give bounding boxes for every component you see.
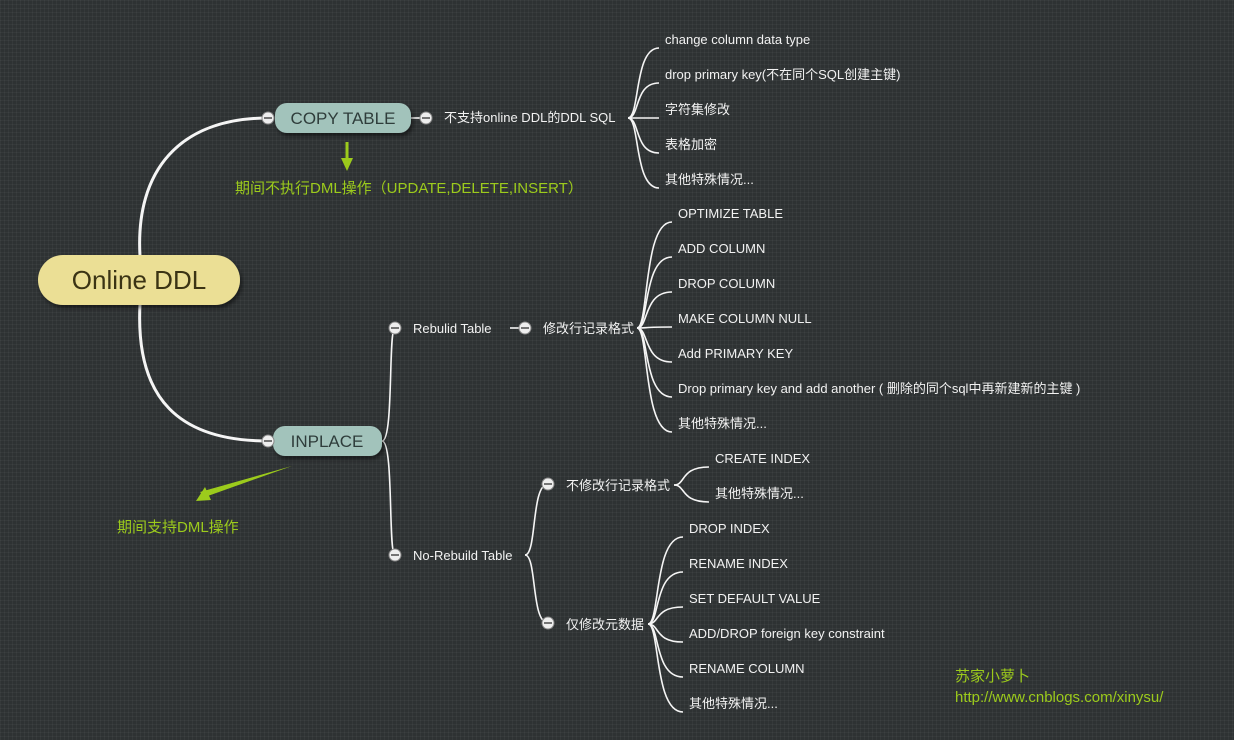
root-label: Online DDL [72,265,206,295]
metadata-only-label[interactable]: 仅修改元数据 [566,617,644,632]
metadata-only-connector [647,536,684,625]
arrow-head-icon [341,158,353,171]
rebuild-connector [636,291,673,329]
rebuild-item[interactable]: DROP COLUMN [678,276,775,291]
rebuild-item[interactable]: Drop primary key and add another ( 删除的同个… [678,381,1080,396]
copy-child-label[interactable]: 不支持online DDL的DDL SQL [444,110,615,125]
inplace-connector [381,327,396,442]
inplace-note: 期间支持DML操作 [117,466,292,536]
copy-sql-connector [627,82,660,119]
no-rebuild-connector [524,483,549,556]
copy-table-note-text: 期间不执行DML操作（UPDATE,DELETE,INSERT） [235,180,583,197]
rebuild-item[interactable]: MAKE COLUMN NULL [678,311,812,326]
rebuild-item[interactable]: Add PRIMARY KEY [678,346,793,361]
no-rebuild-connector [524,554,549,624]
metadata-only-connector [647,623,684,713]
no-row-format-item[interactable]: 其他特殊情况... [715,486,804,501]
metadata-only-item[interactable]: RENAME INDEX [689,556,788,571]
no-row-format-label[interactable]: 不修改行记录格式 [566,478,670,493]
rebuild-connector [636,221,673,329]
rebuild-item[interactable]: ADD COLUMN [678,241,765,256]
signature-name: 苏家小萝卜 [955,668,1030,685]
copy-table-note: 期间不执行DML操作（UPDATE,DELETE,INSERT） [235,142,583,197]
collapse-toggles [261,111,555,630]
inplace-connector [381,440,396,556]
rebuild-table-label[interactable]: Rebulid Table [413,321,492,336]
metadata-only-item[interactable]: ADD/DROP foreign key constraint [689,626,885,641]
metadata-only-item[interactable]: DROP INDEX [689,521,770,536]
connectors [138,47,710,713]
copy-sql-item[interactable]: drop primary key(不在同个SQL创建主键) [665,67,900,82]
copy-sql-item[interactable]: change column data type [665,32,810,47]
metadata-only-item[interactable]: RENAME COLUMN [689,661,805,676]
root-to-inplace-connector [138,303,269,443]
leaf-items: change column data type drop primary key(… [665,32,1080,711]
signature-url[interactable]: http://www.cnblogs.com/xinysu/ [955,689,1164,706]
no-rebuild-table-label[interactable]: No-Rebuild Table [413,548,513,563]
copy-sql-item[interactable]: 表格加密 [665,137,717,152]
root-to-copy-connector [138,116,269,257]
rebuild-connector [636,327,673,433]
metadata-only-connector [647,571,684,625]
arrow-head-icon [196,487,211,501]
inplace-note-text: 期间支持DML操作 [117,519,239,536]
diagonal-arrow-icon [200,466,292,497]
root-node[interactable]: Online DDL [38,255,240,305]
no-row-format-item[interactable]: CREATE INDEX [715,451,810,466]
no-row-format-connector [673,484,710,503]
metadata-only-item[interactable]: SET DEFAULT VALUE [689,591,821,606]
copy-sql-connector [627,117,660,189]
rebuild-connector [636,326,673,329]
metadata-only-item[interactable]: 其他特殊情况... [689,696,778,711]
rebuild-item[interactable]: 其他特殊情况... [678,416,767,431]
copy-table-node[interactable]: COPY TABLE [275,103,411,133]
copy-sql-item[interactable]: 字符集修改 [665,102,730,117]
copy-sql-item[interactable]: 其他特殊情况... [665,172,754,187]
inplace-node[interactable]: INPLACE [273,426,382,456]
copy-table-label: COPY TABLE [291,109,396,128]
copy-sql-connector [627,47,660,119]
inplace-label: INPLACE [291,432,364,451]
rebuild-item[interactable]: OPTIMIZE TABLE [678,206,783,221]
row-format-label[interactable]: 修改行记录格式 [543,321,634,336]
no-row-format-connector [673,466,710,486]
rebuild-connector [636,256,673,329]
